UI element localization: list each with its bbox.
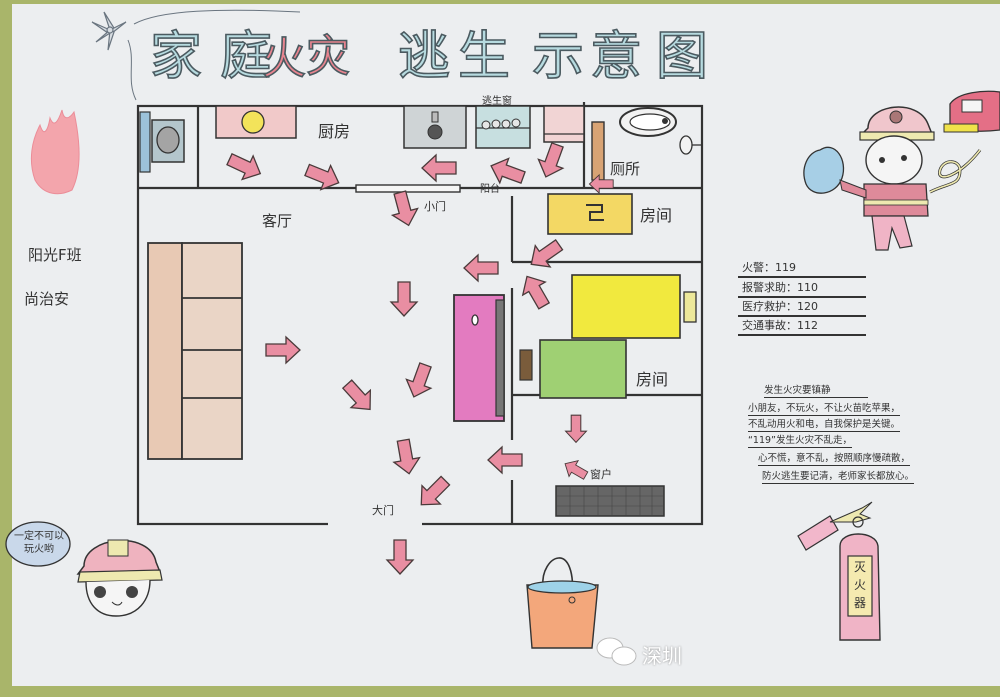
small-door xyxy=(355,184,461,193)
label-small-door: 小门 xyxy=(424,200,446,213)
student-name: 尚治安 xyxy=(24,290,70,308)
label-window: 窗户 xyxy=(590,468,612,481)
safety-tips-heading: 发生火灾要镇静 xyxy=(764,384,868,398)
title-char: 家 xyxy=(149,26,203,88)
safety-tip-line: 防火逃生要记清，老师家长都放心。 xyxy=(762,471,915,484)
firefighter-illustration xyxy=(803,90,1000,251)
safety-tip-line: 心不慌，意不乱，按照顺序慢疏散， xyxy=(758,453,911,466)
room-label-balcony: 阳台 xyxy=(480,184,500,195)
watermark-text: 深圳 xyxy=(642,644,682,668)
title-char: 火 xyxy=(261,32,307,85)
safety-tip-line: “119”发生火灾不乱走， xyxy=(748,435,852,448)
flower-icon xyxy=(91,11,127,51)
fire-extinguisher-illustration xyxy=(797,501,881,641)
room-label-bedroom-1: 房间 xyxy=(640,206,673,225)
room-label-living-room: 客厅 xyxy=(262,212,293,230)
title-char: 图 xyxy=(655,26,709,88)
flame-icon xyxy=(30,109,80,195)
room-label-bedroom-2: 房间 xyxy=(636,370,669,389)
safety-tip-line: 不乱动用火和电，自我保护是关键。 xyxy=(748,419,901,432)
label-main-door: 大门 xyxy=(372,504,394,517)
emergency-number-row: 交通事故：112 xyxy=(738,318,866,336)
child-illustration xyxy=(76,539,163,617)
room-label-toilet: 厕所 xyxy=(610,160,641,178)
speech-bubble xyxy=(5,521,71,567)
title-char: 示 xyxy=(531,26,585,88)
title-char: 逃 xyxy=(397,26,451,88)
wechat-icon xyxy=(596,637,637,666)
class-name: 阳光F班 xyxy=(28,246,82,264)
room-label-escape-window: 逃生窗 xyxy=(482,96,512,107)
title-char: 庭 xyxy=(219,26,273,88)
extinguisher-label: 灭火器 xyxy=(854,560,867,610)
title-char: 灾 xyxy=(305,30,351,83)
speech-bubble-text: 一定不可以玩火哟 xyxy=(14,531,64,555)
emergency-number-row: 报警求助：110 xyxy=(738,280,866,298)
bucket-illustration xyxy=(526,557,599,649)
emergency-number-row: 医疗救护：120 xyxy=(738,299,866,317)
title-char: 生 xyxy=(457,26,511,88)
room-label-kitchen: 厨房 xyxy=(318,122,351,141)
safety-tip-line: 小朋友，不玩火，不让火苗吃苹果， xyxy=(748,403,901,416)
title-char: 意 xyxy=(589,26,643,88)
emergency-number-row: 火警：119 xyxy=(738,260,866,278)
